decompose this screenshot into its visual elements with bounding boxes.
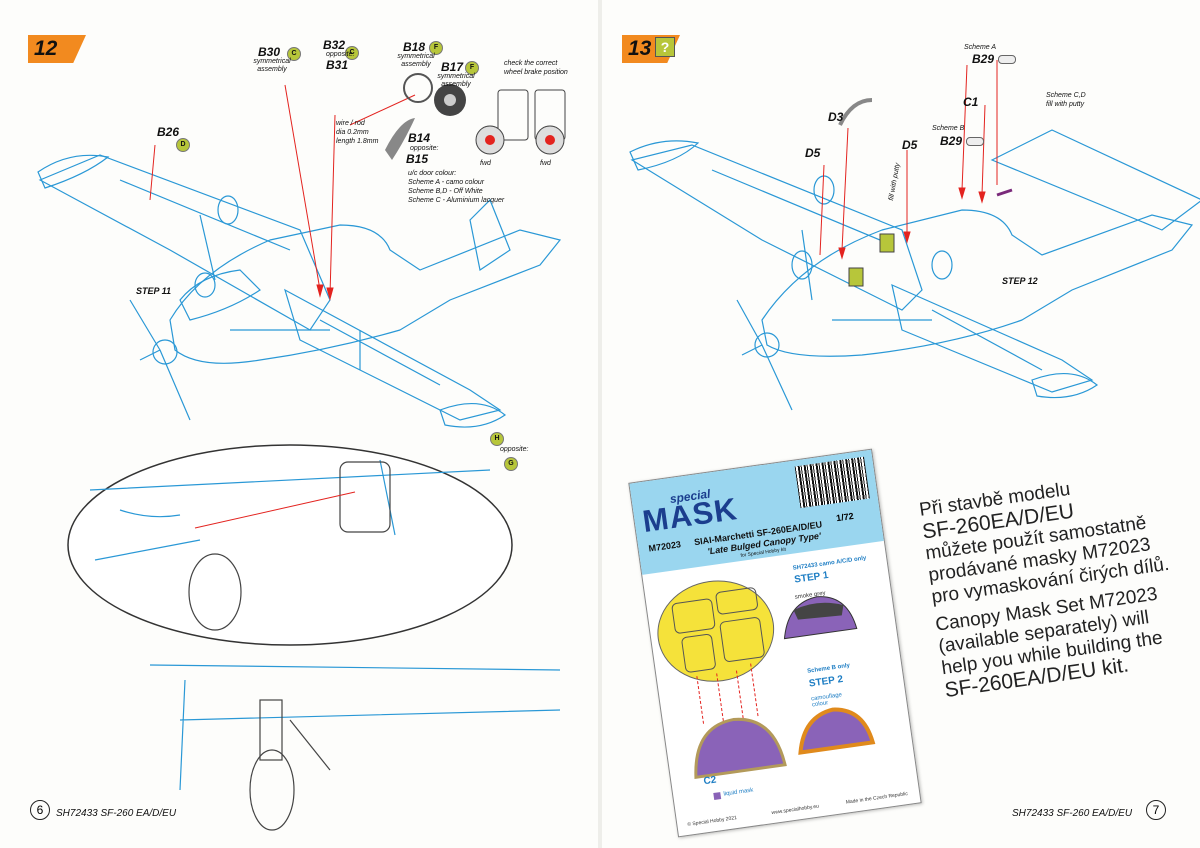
part-d5-a: D5	[805, 146, 821, 160]
b14-note: opposite:	[410, 145, 439, 152]
page-number: 6	[30, 800, 50, 820]
right-assembly-drawing	[629, 60, 1200, 411]
step-ref: STEP 11	[136, 286, 172, 296]
part-b31: B31	[326, 58, 349, 72]
footer-code: SH72433 SF-260 EA/D/EU	[56, 808, 177, 819]
scheme-cd-note-line2: fill with putty	[1046, 101, 1085, 108]
brake-note-line2: wheel brake position	[504, 69, 568, 76]
b32-note: opposite:	[326, 51, 355, 58]
mask-part-c2: C2	[702, 774, 718, 788]
fwd-label: fwd	[480, 160, 491, 167]
part-b29-a: B29	[972, 52, 995, 66]
part-b32: B32	[323, 38, 346, 52]
circle-c-icon: C	[345, 46, 359, 60]
step-number: 12	[34, 37, 58, 60]
b29a-note: Scheme A	[964, 44, 997, 51]
page-number: 7	[1146, 800, 1166, 820]
brake-note-line1: check the correct	[504, 60, 558, 67]
circle-c-icon: C	[287, 47, 301, 61]
b29b-note: Scheme B	[932, 125, 965, 132]
part-b17: B17	[441, 60, 464, 74]
wire-note-line2: dia 0.2mm	[336, 129, 369, 136]
door-note-line2: Scheme A - camo colour	[408, 179, 485, 186]
circle-f-icon: F	[465, 61, 479, 75]
fwd-label: fwd	[540, 160, 551, 167]
wire-note-line1: wire / rod	[336, 120, 365, 127]
part-b14: B14	[408, 131, 431, 145]
scheme-cd-note-line1: Scheme C,D	[1046, 92, 1086, 99]
part-c1: C1	[963, 95, 979, 109]
circle-h-icon: H	[490, 432, 504, 446]
part-b26: B26	[157, 125, 180, 139]
b18-note: symmetrical assembly	[397, 53, 435, 68]
part-b18: B18	[403, 40, 426, 54]
step-ref: STEP 12	[1002, 276, 1038, 286]
part-d3: D3	[828, 110, 844, 124]
help-icon: ?	[655, 37, 675, 57]
page-gutter	[598, 0, 602, 848]
circle-f-icon: F	[429, 41, 443, 55]
left-page: 12	[0, 0, 598, 848]
b17-note: symmetrical assembly	[437, 73, 475, 88]
b30-note: symmetrical assembly	[253, 58, 291, 73]
mask-sheet-drawing	[657, 580, 876, 800]
footer-code: SH72433 SF-260 EA/D/EU	[1012, 808, 1133, 819]
canopy-mask-promo: Při stavbě modelu SF-260EA/D/EU můžete p…	[918, 462, 1200, 702]
door-note-line3: Scheme B,D - Off White	[408, 188, 483, 195]
circle-d-icon: D	[176, 138, 190, 152]
left-assembly-drawing	[37, 73, 566, 831]
b29-part-icon	[966, 137, 984, 146]
door-note-line1: u/c door colour:	[408, 170, 457, 177]
b29-part-icon	[998, 55, 1016, 64]
h-note: opposite:	[500, 446, 529, 453]
part-b29-b: B29	[940, 134, 963, 148]
door-note-line4: Scheme C - Aluminium lacquer	[408, 197, 505, 204]
mask-product-card: special MASK M72023 SIAI-Marchetti SF-26…	[628, 448, 922, 838]
wire-note-line3: length 1.8mm	[336, 138, 379, 145]
step-number: 13	[628, 37, 652, 60]
circle-g-icon: G	[504, 457, 518, 471]
part-d5-b: D5	[902, 138, 918, 152]
part-b30: B30	[258, 45, 281, 59]
part-b15: B15	[406, 152, 429, 166]
